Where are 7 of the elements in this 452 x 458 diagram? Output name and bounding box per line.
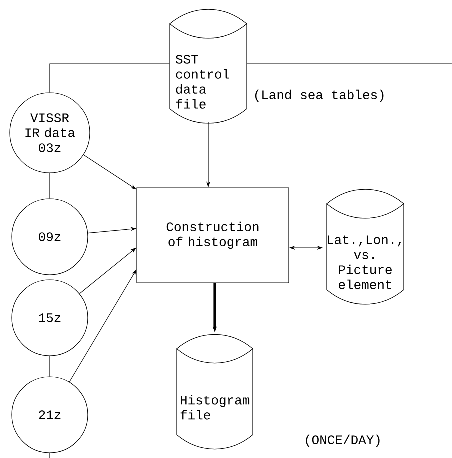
data-file-cylinder: Lat.,Lon., vs. Picture element xyxy=(326,189,404,305)
process-box: Construction of histogram xyxy=(136,188,290,284)
data-file-cylinder: SST control data file xyxy=(170,9,248,124)
data-file-cylinder: Histogram file xyxy=(176,334,254,450)
note-text: (ONCE/DAY) xyxy=(306,434,380,448)
annotation-text: (Land sea tables) xyxy=(255,90,384,102)
connector-line xyxy=(50,64,170,93)
